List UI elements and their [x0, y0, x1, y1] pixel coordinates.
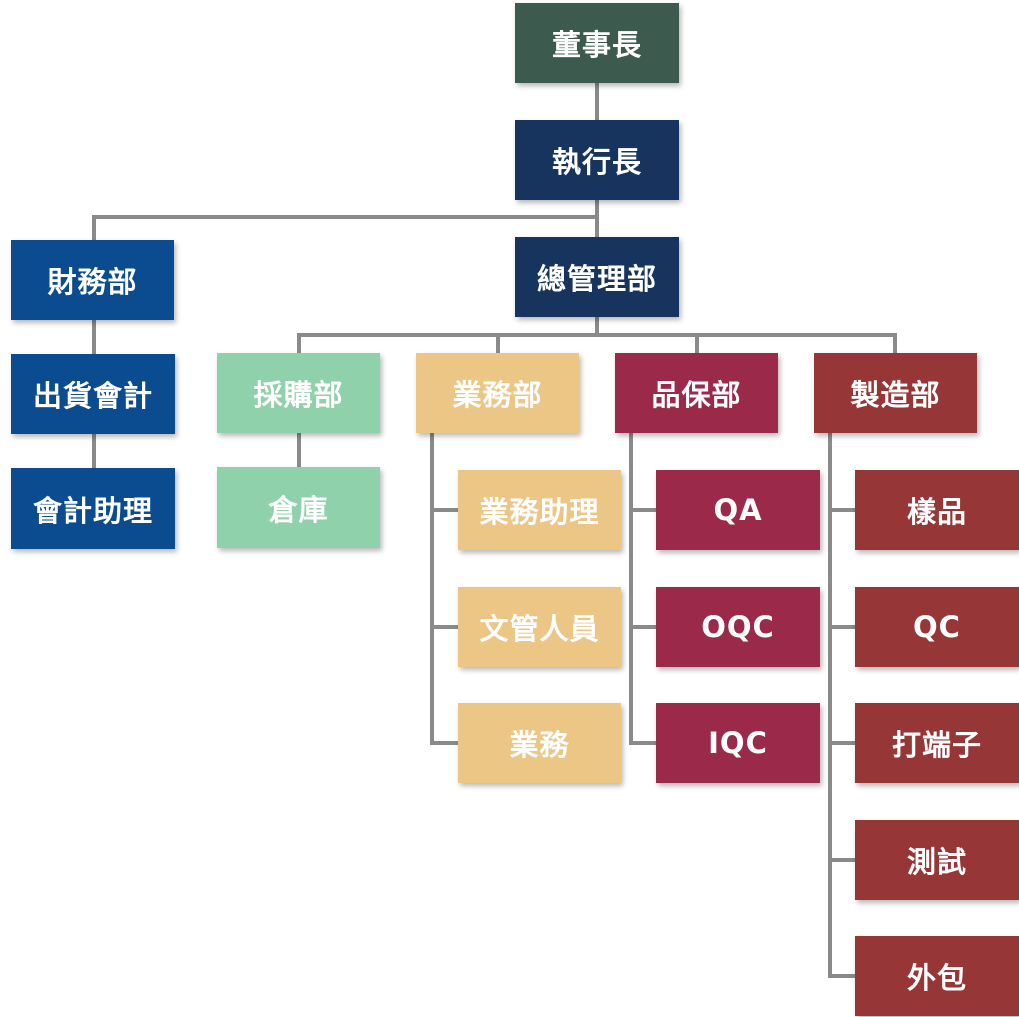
node-outsourcing: 外包	[855, 936, 1019, 1016]
node-sales-rep: 業務	[458, 703, 621, 783]
node-quality: 品保部	[615, 353, 778, 433]
node-sales-assistant: 業務助理	[458, 470, 621, 550]
node-shipping-accounting: 出貨會計	[11, 354, 175, 434]
connector-sales	[430, 433, 458, 745]
connector-ceo-finance	[92, 215, 597, 240]
node-purchasing: 採購部	[217, 353, 380, 433]
node-manufacturing: 製造部	[814, 353, 977, 433]
connector-general-bus	[297, 317, 897, 353]
node-sales: 業務部	[416, 353, 579, 433]
node-iqc: IQC	[656, 703, 820, 783]
node-terminal: 打端子	[855, 703, 1019, 783]
connector-manufacturing	[828, 433, 855, 978]
node-testing: 測試	[855, 820, 1019, 900]
node-accounting-assistant: 會計助理	[11, 468, 175, 549]
node-chairman: 董事長	[515, 3, 679, 83]
connector-quality	[629, 433, 656, 745]
node-document-staff: 文管人員	[458, 587, 621, 667]
node-qc: QC	[855, 587, 1019, 667]
connector-group	[92, 83, 897, 978]
node-qa: QA	[656, 470, 820, 550]
node-sample: 樣品	[855, 470, 1019, 550]
node-warehouse: 倉庫	[217, 467, 380, 548]
node-finance: 財務部	[11, 240, 174, 320]
node-ceo: 執行長	[515, 120, 679, 200]
node-general-management: 總管理部	[515, 237, 679, 317]
node-oqc: OQC	[656, 587, 820, 667]
